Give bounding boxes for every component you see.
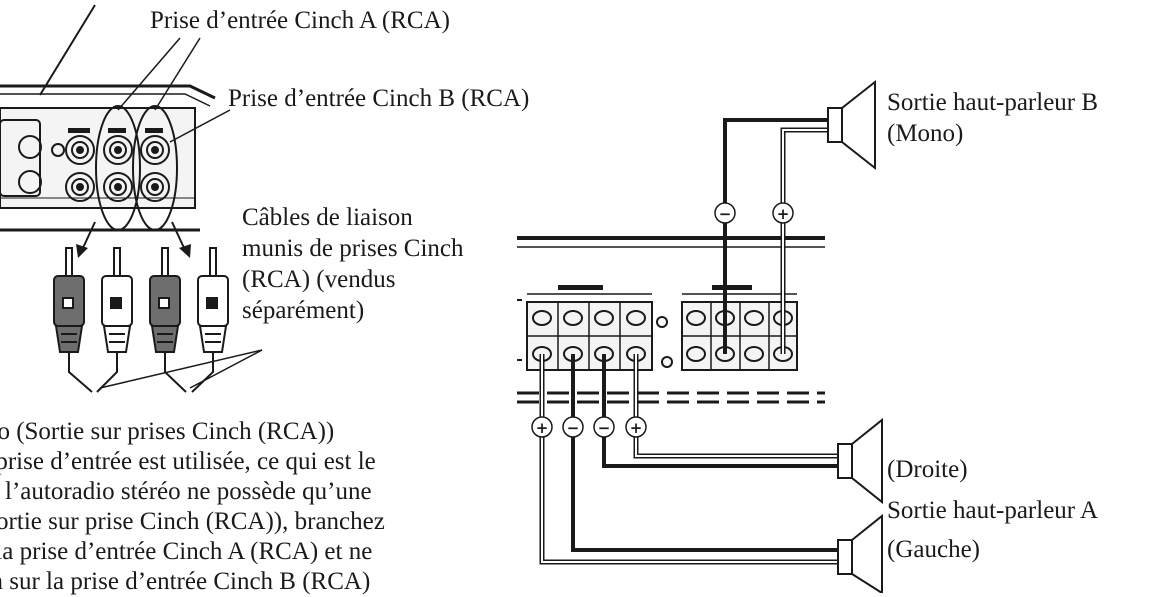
note-line-1: dio (Sortie sur prises Cinch (RCA)) — [0, 418, 335, 445]
instruction-note: dio (Sortie sur prises Cinch (RCA)) e pr… — [0, 417, 385, 597]
speaker-a-wires — [539, 354, 838, 565]
note-line-5: à la prise d’entrée Cinch A (RCA) et ne — [0, 538, 373, 565]
polarity-markers — [531, 202, 794, 438]
polarity-minus-b: − — [719, 205, 732, 223]
label-cinch-a: Prise d’entrée Cinch A (RCA) — [150, 7, 450, 34]
speaker-a-right — [837, 417, 883, 505]
speaker-b — [827, 79, 876, 171]
label-cables-line-1: Câbles de liaison — [242, 204, 413, 231]
polarity-minus-a-left: − — [567, 419, 580, 437]
rca-plug-dark-2 — [149, 247, 187, 393]
label-speaker-a-line-2: (Gauche) — [887, 536, 980, 563]
label-cinch-b: Prise d’entrée Cinch B (RCA) — [228, 85, 530, 112]
polarity-minus-a-right: − — [598, 419, 611, 437]
polarity-plus-b: + — [777, 205, 790, 223]
label-cables-line-3: (RCA) (vendus — [242, 266, 396, 293]
note-line-3: l’autoradio stéréo ne possède qu’une — [5, 478, 372, 505]
note-line-4: (sortie sur prise Cinch (RCA)), branchez — [0, 508, 385, 535]
rca-plug-dark-1 — [53, 247, 93, 393]
amplifier-input-panel — [0, 4, 231, 258]
label-cables-line-4: séparément) — [242, 297, 365, 324]
polarity-plus-a-left: + — [536, 419, 549, 437]
amplifier-output-panel — [517, 236, 825, 404]
label-speaker-b-line-2: (Mono) — [887, 120, 964, 147]
rca-plug-light-2 — [191, 247, 229, 393]
note-line-2: e prise d’entrée est utilisée, ce qui es… — [0, 448, 376, 475]
label-cables-line-2: munis de prises Cinch — [242, 235, 464, 262]
rca-plugs — [53, 247, 263, 393]
label-speaker-a-line-1: Sortie haut-parleur A — [887, 497, 1099, 524]
label-droite: (Droite) — [887, 456, 968, 483]
note-line-6: on sur la prise d’entrée Cinch B (RCA) — [0, 568, 371, 595]
rca-plug-light-1 — [96, 247, 133, 393]
label-speaker-b-line-1: Sortie haut-parleur B — [887, 89, 1099, 116]
speaker-a-left — [837, 513, 883, 593]
polarity-plus-a-right: + — [630, 419, 643, 437]
speaker-b-wires — [723, 118, 828, 354]
